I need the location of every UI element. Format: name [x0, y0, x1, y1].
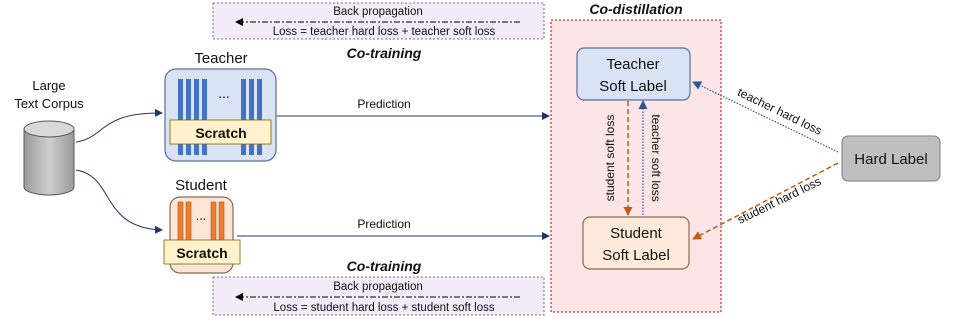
- student-hard-loss-label: student hard loss: [735, 174, 823, 227]
- student-prediction-label: Prediction: [357, 217, 410, 231]
- student-soft-label-box: [582, 216, 690, 270]
- teacher-layer-bar: [202, 79, 207, 155]
- top-backprop-text: Back propagation: [333, 6, 423, 18]
- top-loss-text: Loss = teacher hard loss + teacher soft …: [273, 26, 496, 38]
- teacher-soft-label-line2: Soft Label: [599, 78, 667, 95]
- student-soft-loss-label: student soft loss: [603, 115, 617, 202]
- teacher-scratch-box: [169, 119, 272, 145]
- student-scratch-label: Scratch: [176, 245, 227, 261]
- bottom-cotraining-label: Co-training: [347, 258, 422, 274]
- teacher-soft-loss-label: teacher soft loss: [649, 114, 663, 201]
- teacher-prediction-label: Prediction: [357, 97, 410, 111]
- student-soft-label-line2: Soft Label: [602, 247, 670, 264]
- top-cotraining-label: Co-training: [347, 45, 422, 61]
- teacher-scratch-label: Scratch: [195, 125, 246, 141]
- teacher-layer-bar: [186, 79, 191, 155]
- corpus-label-line1: Large: [32, 78, 65, 93]
- hard-label-text: Hard Label: [854, 151, 927, 168]
- teacher-soft-label-line1: Teacher: [606, 56, 659, 73]
- student-hard-loss-arrow: [692, 162, 839, 240]
- teacher-hard-loss-label: teacher hard loss: [735, 85, 824, 138]
- bottom-loss-text: Loss = student hard loss + student soft …: [273, 302, 494, 314]
- teacher-layer-bar: [241, 79, 246, 155]
- corpus-to-teacher-arrow: [75, 108, 163, 143]
- teacher-layer-bar: [194, 79, 199, 155]
- student-scratch-box: [163, 239, 241, 265]
- hard-label-box: [841, 135, 941, 182]
- top-backprop-box: [212, 2, 545, 40]
- teacher-layer-bar: [178, 79, 183, 155]
- teacher-layers: [178, 79, 262, 155]
- student-title: Student: [175, 177, 228, 194]
- corpus-to-student-arrow: [75, 169, 163, 234]
- teacher-ellipsis: ...: [218, 85, 230, 101]
- teacher-title: Teacher: [194, 50, 247, 67]
- teacher-layer-bar: [257, 79, 262, 155]
- teacher-soft-label-box: [576, 47, 691, 101]
- codistillation-title: Co-distillation: [589, 1, 682, 17]
- database-icon: [23, 120, 75, 196]
- student-ellipsis: ...: [196, 208, 207, 223]
- student-soft-label-line1: Student: [610, 225, 663, 242]
- corpus-label-line2: Text Corpus: [14, 96, 84, 111]
- bottom-backprop-box: [212, 276, 545, 316]
- teacher-layer-bar: [249, 79, 254, 155]
- bottom-backprop-text: Back propagation: [333, 281, 423, 293]
